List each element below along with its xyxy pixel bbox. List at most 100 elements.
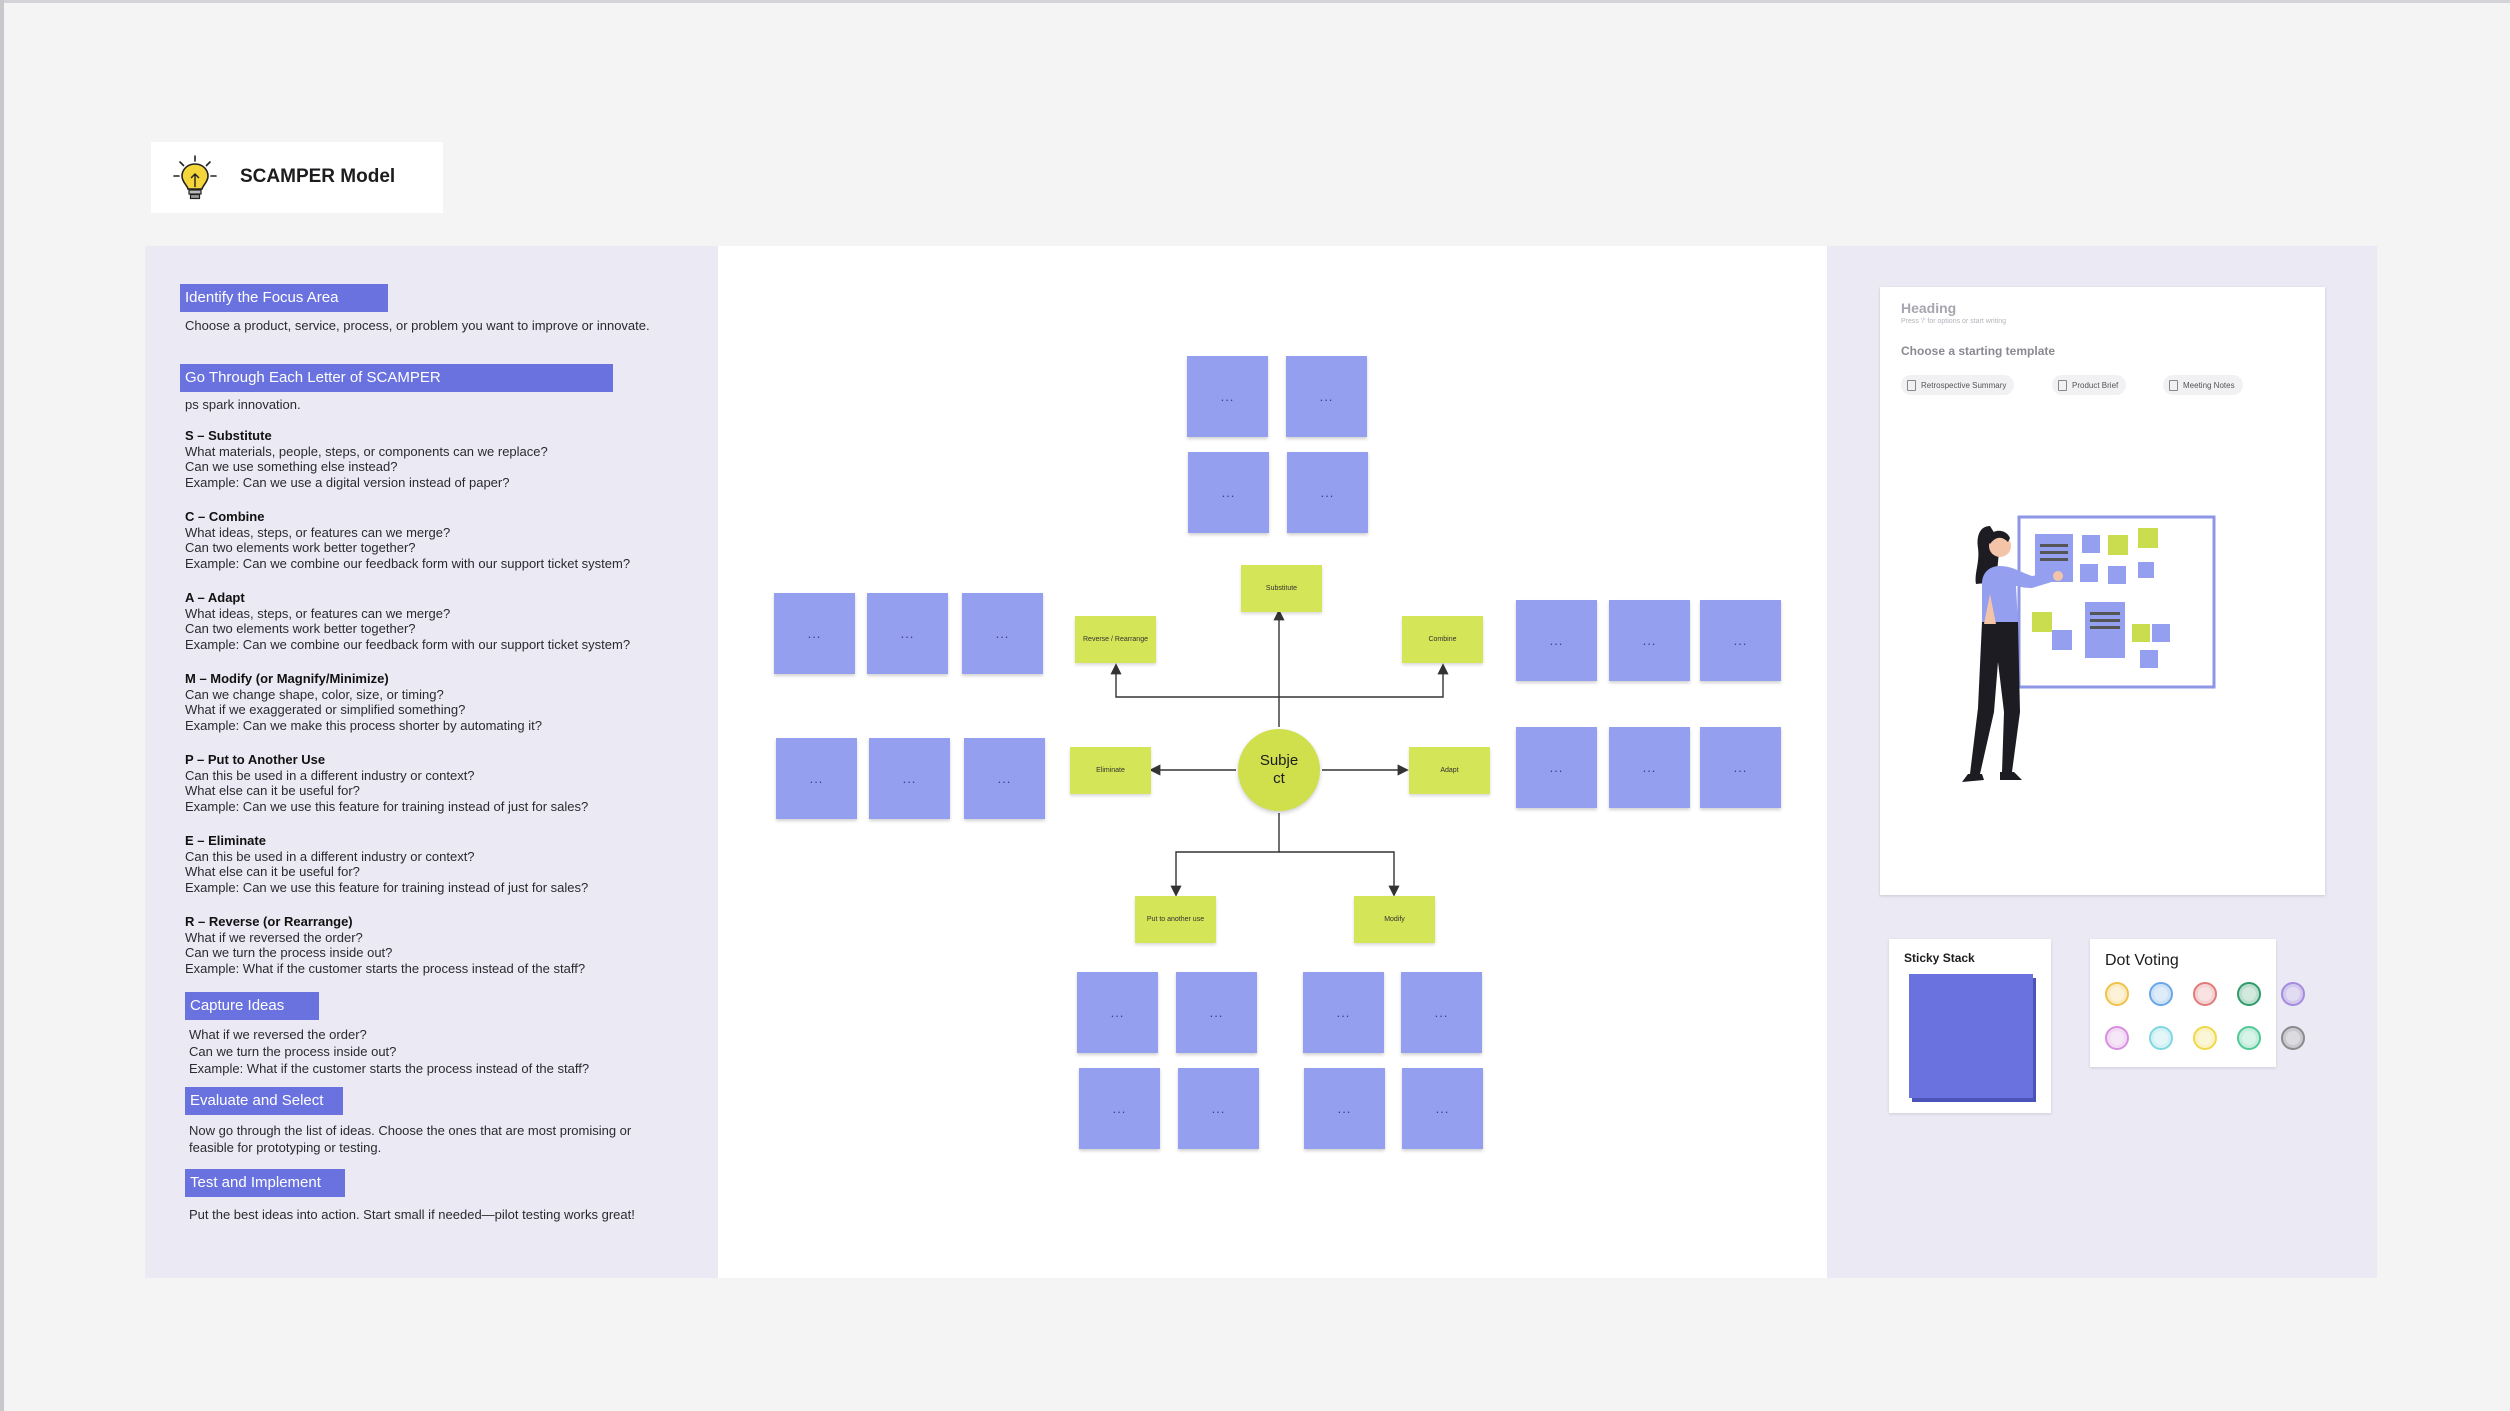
- branch-modify[interactable]: Modify: [1354, 896, 1435, 943]
- sticky-note[interactable]: ...: [1176, 972, 1257, 1053]
- letter-line: Example: Can we make this process shorte…: [185, 717, 542, 733]
- branch-reverse[interactable]: Reverse / Rearrange: [1075, 616, 1156, 663]
- letter-line: What ideas, steps, or features can we me…: [185, 524, 451, 540]
- letter-line: What else can it be useful for?: [185, 783, 360, 798]
- sticky-note[interactable]: ...: [1079, 1068, 1160, 1149]
- letter-e: E – Eliminate Can this be used in a diff…: [185, 833, 588, 895]
- top-border: [0, 0, 2510, 3]
- sticky-note[interactable]: ...: [867, 593, 948, 674]
- vote-dot[interactable]: [2105, 982, 2129, 1006]
- doc-hint: Press '/' for options or start writing: [1901, 318, 2006, 325]
- letter-c: C – Combine What ideas, steps, or featur…: [185, 509, 630, 571]
- left-border: [0, 0, 4, 1411]
- letter-line: Example: Can we combine our feedback for…: [185, 555, 631, 571]
- focus-heading[interactable]: Identify the Focus Area: [180, 284, 388, 312]
- sticky-note[interactable]: ...: [1516, 727, 1597, 808]
- dot-voting-widget[interactable]: Dot Voting: [2090, 939, 2305, 1067]
- test-text: Put the best ideas into action. Start sm…: [189, 1207, 635, 1222]
- template-retrospective-button[interactable]: Retrospective Summary: [1901, 375, 2015, 395]
- capture-line: Example: What if the customer starts the…: [189, 1061, 590, 1076]
- template-label: Product Brief: [2072, 380, 2119, 390]
- sticky-note[interactable]: ...: [776, 738, 857, 819]
- connector-line: [1170, 813, 1280, 897]
- subject-node[interactable]: Subject: [1238, 729, 1320, 811]
- sticky-note[interactable]: ...: [869, 738, 950, 819]
- doc-prompt: Choose a starting template: [1901, 344, 2056, 358]
- vote-dot[interactable]: [2281, 982, 2305, 1006]
- sticky-note[interactable]: ...: [962, 593, 1043, 674]
- letter-title: A – Adapt: [185, 590, 245, 605]
- letter-line: What materials, people, steps, or compon…: [185, 443, 548, 459]
- letters-heading[interactable]: Go Through Each Letter of SCAMPER: [180, 364, 613, 392]
- board-title: SCAMPER Model: [240, 166, 396, 187]
- template-label: Retrospective Summary: [1921, 380, 2007, 390]
- sticky-note[interactable]: ...: [1178, 1068, 1259, 1149]
- sticky-note[interactable]: ...: [964, 738, 1045, 819]
- doc-heading[interactable]: Heading: [1901, 300, 1957, 316]
- sticky-note[interactable]: ...: [1188, 452, 1269, 533]
- letter-line: Can this be used in a different industry…: [185, 848, 475, 864]
- letter-title: C – Combine: [185, 509, 265, 524]
- sticky-note[interactable]: ...: [1077, 972, 1158, 1053]
- sticky-note[interactable]: ...: [1609, 727, 1690, 808]
- sticky-note[interactable]: ...: [1516, 600, 1597, 681]
- board-title-card[interactable]: SCAMPER Model: [151, 142, 443, 213]
- branch-put-to-another-use[interactable]: Put to another use: [1135, 896, 1216, 943]
- sticky-note[interactable]: ...: [1401, 972, 1482, 1053]
- letter-line: What if we exaggerated or simplified som…: [185, 702, 466, 717]
- vote-dot[interactable]: [2193, 982, 2217, 1006]
- letter-line: What else can it be useful for?: [185, 864, 360, 879]
- letter-line: Example: Can we use this feature for tra…: [185, 798, 589, 814]
- branch-substitute[interactable]: Substitute: [1241, 565, 1322, 612]
- sticky-note[interactable]: ...: [1700, 600, 1781, 681]
- letter-line: Can we use something else instead?: [185, 459, 398, 474]
- letter-title: P – Put to Another Use: [185, 752, 326, 767]
- sticky-stack-note[interactable]: [1909, 974, 2033, 1098]
- template-product-brief-button[interactable]: Product Brief: [2052, 375, 2127, 395]
- sticky-note[interactable]: ...: [1700, 727, 1781, 808]
- test-heading[interactable]: Test and Implement: [185, 1169, 345, 1197]
- evaluate-text: Now go through the list of ideas. Choose…: [189, 1122, 631, 1156]
- dot-voting-label: Dot Voting: [2105, 952, 2179, 969]
- letter-title: E – Eliminate: [185, 833, 266, 848]
- template-meeting-notes-button[interactable]: Meeting Notes: [2163, 375, 2243, 395]
- sticky-note[interactable]: ...: [1303, 972, 1384, 1053]
- sticky-note[interactable]: ...: [1402, 1068, 1483, 1149]
- sticky-note[interactable]: ...: [1287, 452, 1368, 533]
- letter-line: Can two elements work better together?: [185, 621, 416, 636]
- document-icon: [2058, 379, 2067, 391]
- evaluate-heading[interactable]: Evaluate and Select: [185, 1087, 343, 1115]
- letter-m: M – Modify (or Magnify/Minimize) Can we …: [185, 671, 542, 733]
- vote-dot[interactable]: [2149, 1026, 2173, 1050]
- letter-line: What if we reversed the order?: [185, 929, 363, 945]
- sticky-note[interactable]: ...: [1286, 356, 1367, 437]
- focus-text: Choose a product, service, process, or p…: [185, 318, 650, 333]
- sticky-note[interactable]: ...: [1187, 356, 1268, 437]
- connector-line: [1279, 663, 1449, 698]
- doc-template-card[interactable]: Heading Press '/' for options or start w…: [1880, 287, 2325, 895]
- vote-dot[interactable]: [2105, 1026, 2129, 1050]
- letter-title: S – Substitute: [185, 428, 272, 443]
- branch-adapt[interactable]: Adapt: [1409, 747, 1490, 794]
- vote-dot[interactable]: [2237, 1026, 2261, 1050]
- letter-title: R – Reverse (or Rearrange): [185, 914, 353, 929]
- branch-eliminate[interactable]: Eliminate: [1070, 747, 1151, 794]
- sticky-note[interactable]: ...: [1304, 1068, 1385, 1149]
- template-label: Meeting Notes: [2183, 380, 2235, 390]
- sticky-note[interactable]: ...: [1609, 600, 1690, 681]
- sticky-note[interactable]: ...: [774, 593, 855, 674]
- branch-combine[interactable]: Combine: [1402, 616, 1483, 663]
- vote-dot[interactable]: [2281, 1026, 2305, 1050]
- letter-line: Can this be used in a different industry…: [185, 767, 475, 783]
- sticky-stack-widget[interactable]: Sticky Stack: [1889, 939, 2051, 1113]
- capture-heading[interactable]: Capture Ideas: [185, 992, 319, 1020]
- vote-dot[interactable]: [2237, 982, 2261, 1006]
- letter-line: Can we change shape, color, size, or tim…: [185, 686, 444, 702]
- subject-label: Subject: [1259, 752, 1299, 787]
- letter-line: Example: Can we use a digital version in…: [185, 474, 510, 490]
- letter-line: What ideas, steps, or features can we me…: [185, 605, 451, 621]
- connector-line: [1110, 663, 1279, 698]
- vote-dot[interactable]: [2193, 1026, 2217, 1050]
- vote-dot[interactable]: [2149, 982, 2173, 1006]
- sticky-stack-label: Sticky Stack: [1904, 951, 1975, 965]
